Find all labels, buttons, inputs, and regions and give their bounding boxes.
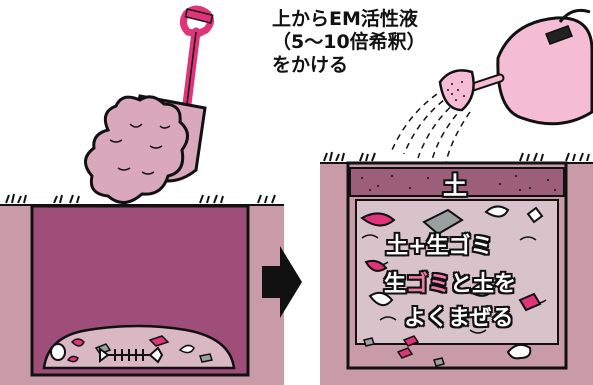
instruction-line-3: をかける	[272, 54, 349, 76]
grass-icon	[323, 151, 590, 162]
mix-garbage-text: ゴミ	[406, 272, 451, 297]
eggshell-icon	[396, 343, 532, 367]
mixed-garbage-area	[355, 199, 559, 347]
watering-can-icon	[438, 8, 593, 126]
fish-bone-icon	[99, 346, 164, 364]
instruction-line-2: （5～10倍希釈）	[272, 31, 426, 53]
mix-and-soil-text: と土を	[450, 272, 517, 297]
mix-raw-text: 生	[384, 272, 407, 297]
mix-instruction-line-2: よくまぜる	[404, 306, 514, 331]
soil-layer	[349, 167, 565, 197]
instruction-line-1: 上からEM活性液	[272, 8, 418, 30]
garbage-icon	[42, 324, 236, 370]
soil-layer-label: 土	[443, 172, 467, 200]
instruction-caption: 上からEM活性液 （5～10倍希釈） をかける	[272, 8, 502, 77]
arrow-right-icon	[262, 246, 302, 318]
soil-plus-text: 土+	[386, 234, 427, 259]
mix-instruction-line-1: 生ゴミと土を	[384, 266, 516, 298]
soil-clump-icon	[84, 95, 189, 204]
right-ground-panel	[320, 8, 593, 385]
garbage-text: 生ゴミ	[426, 234, 493, 259]
soil-plus-garbage-label: 土+生ゴミ	[386, 228, 492, 260]
grass-icon	[5, 193, 276, 204]
left-ground-panel	[0, 5, 284, 385]
